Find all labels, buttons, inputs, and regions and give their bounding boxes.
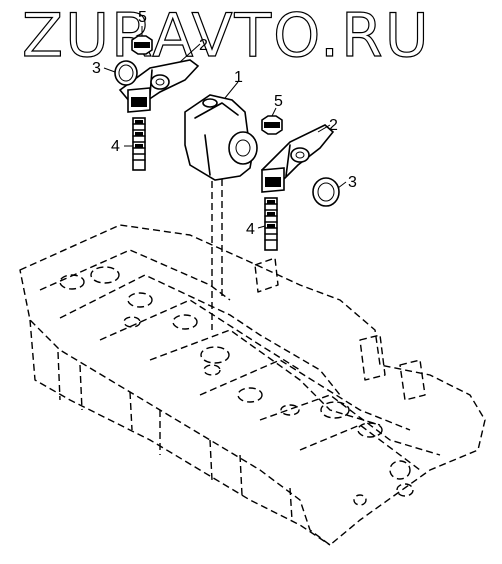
callout-1-support: 1 (234, 69, 243, 86)
adjusting-screw-left (132, 117, 146, 171)
callout-2-rocker-left: 2 (199, 37, 208, 54)
nut-left (131, 35, 153, 55)
callout-3-bushing-left: 3 (92, 60, 101, 77)
callout-5-nut-left: 5 (138, 9, 147, 26)
rocker-support-bracket (184, 94, 258, 181)
rocker-arm-right (261, 124, 335, 193)
cylinder-head-outline (19, 168, 486, 546)
watermark-text: ZURAVTO.RU (22, 1, 431, 71)
callout-2-rocker-right: 2 (329, 117, 338, 134)
callout-4-screw-right: 4 (246, 221, 255, 238)
adjusting-screw-right (264, 197, 278, 251)
callout-3-bushing-right: 3 (348, 174, 357, 191)
callout-4-screw-left: 4 (111, 138, 120, 155)
nut-right (261, 115, 283, 135)
callout-5-nut-right: 5 (274, 93, 283, 110)
bushing-left (114, 60, 138, 86)
leader-lines (103, 26, 347, 229)
bushing-right (312, 177, 340, 207)
rocker-arm-left (118, 59, 200, 113)
